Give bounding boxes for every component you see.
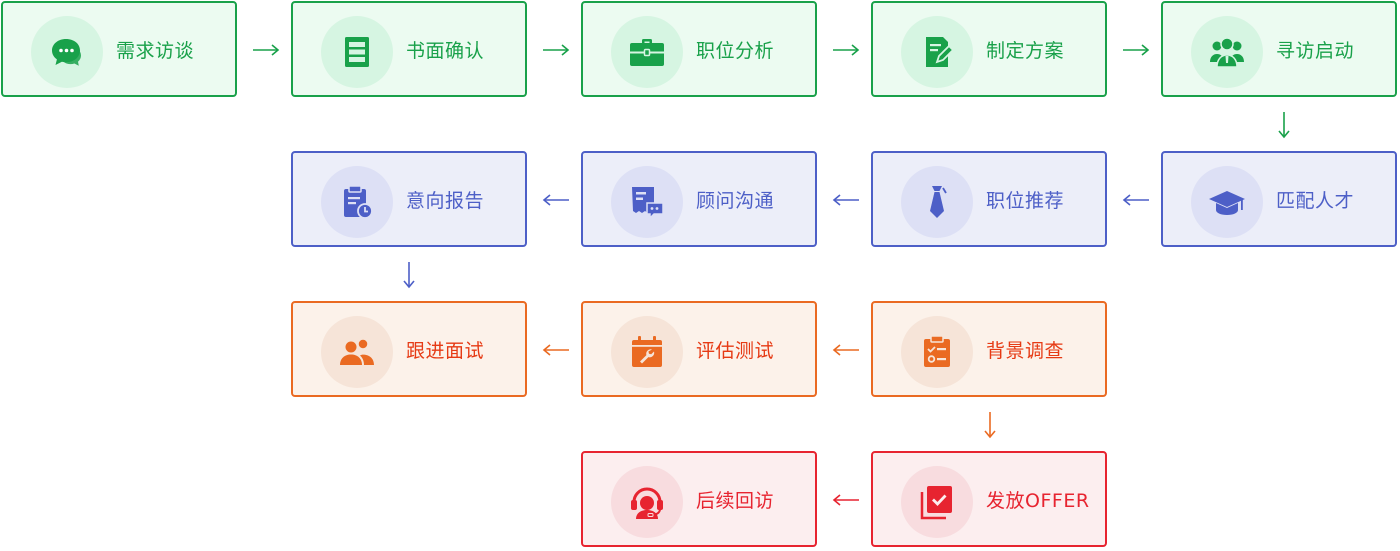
arrow-down-icon — [983, 411, 997, 439]
step-6: 匹配人才 — [1161, 151, 1397, 247]
step-13: 发放OFFER — [871, 451, 1107, 547]
step-1: 需求访谈 — [1, 1, 237, 97]
arrow-right-icon — [542, 43, 570, 57]
check-folder-icon — [901, 466, 973, 538]
step-label: 需求访谈 — [116, 40, 195, 62]
arrow-left-icon — [542, 193, 570, 207]
step-12: 背景调查 — [871, 301, 1107, 397]
calendar-wrench-icon — [611, 316, 683, 388]
arrow-right-icon — [1122, 43, 1150, 57]
step-label: 背景调查 — [986, 340, 1065, 362]
headset-icon — [611, 466, 683, 538]
arrow-left-icon — [832, 343, 860, 357]
step-label: 书面确认 — [406, 40, 485, 62]
step-11: 评估测试 — [581, 301, 817, 397]
people-icon — [321, 316, 393, 388]
arrow-left-icon — [832, 493, 860, 507]
user-group-icon — [1191, 16, 1263, 88]
arrow-right-icon — [832, 43, 860, 57]
step-label: 后续回访 — [696, 490, 775, 512]
step-label: 职位分析 — [696, 40, 775, 62]
step-4: 制定方案 — [871, 1, 1107, 97]
arrow-left-icon — [1122, 193, 1150, 207]
step-7: 职位推荐 — [871, 151, 1107, 247]
step-2: 书面确认 — [291, 1, 527, 97]
step-8: 顾问沟通 — [581, 151, 817, 247]
arrow-down-icon — [1277, 111, 1291, 139]
step-label: 意向报告 — [406, 190, 485, 212]
chat-bubble-icon — [31, 16, 103, 88]
graduation-cap-icon — [1191, 166, 1263, 238]
necktie-icon — [901, 166, 973, 238]
edit-document-icon — [901, 16, 973, 88]
step-label: 制定方案 — [986, 40, 1065, 62]
step-5: 寻访启动 — [1161, 1, 1397, 97]
briefcase-icon — [611, 16, 683, 88]
clipboard-clock-icon — [321, 166, 393, 238]
arrow-right-icon — [252, 43, 280, 57]
step-10: 跟进面试 — [291, 301, 527, 397]
arrow-left-icon — [832, 193, 860, 207]
checklist-icon — [901, 316, 973, 388]
step-label: 发放OFFER — [986, 490, 1090, 512]
chat-document-icon — [611, 166, 683, 238]
step-9: 意向报告 — [291, 151, 527, 247]
step-label: 寻访启动 — [1276, 40, 1355, 62]
step-label: 职位推荐 — [986, 190, 1065, 212]
step-14: 后续回访 — [581, 451, 817, 547]
document-list-icon — [321, 16, 393, 88]
arrow-down-icon — [402, 261, 416, 289]
step-3: 职位分析 — [581, 1, 817, 97]
step-label: 匹配人才 — [1276, 190, 1355, 212]
arrow-left-icon — [542, 343, 570, 357]
step-label: 评估测试 — [696, 340, 775, 362]
step-label: 跟进面试 — [406, 340, 485, 362]
step-label: 顾问沟通 — [696, 190, 775, 212]
